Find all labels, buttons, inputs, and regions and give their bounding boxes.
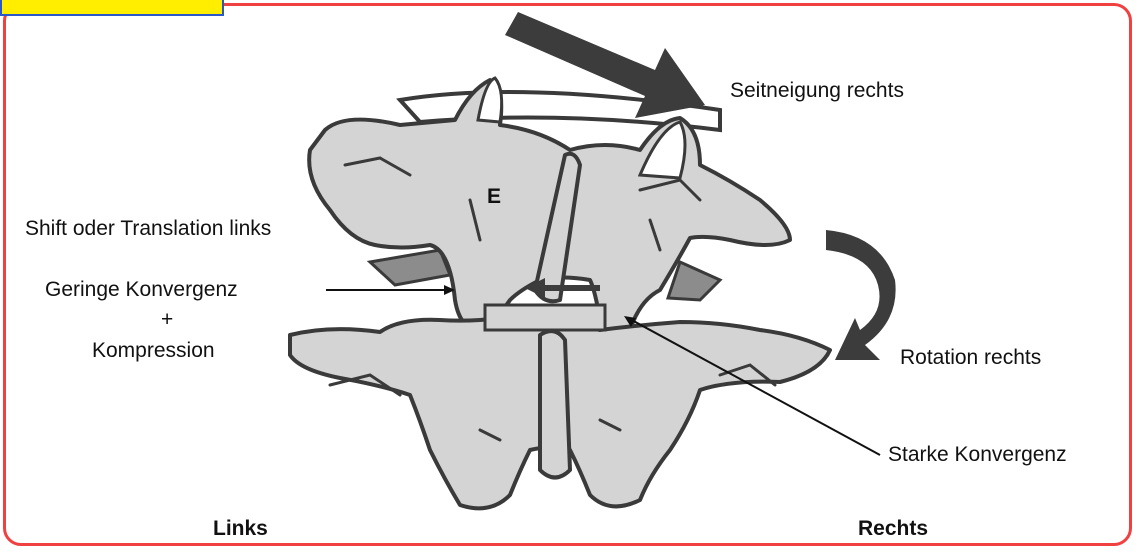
- rotation-label: Rotation rechts: [900, 346, 1041, 370]
- kompression-label: Kompression: [92, 339, 215, 363]
- links-label: Links: [213, 517, 268, 541]
- vertebra-letter-label: E: [487, 185, 501, 209]
- plus-label: +: [161, 308, 173, 332]
- disc-band: [485, 305, 605, 330]
- lower-spinous-process: [540, 331, 570, 478]
- shift-label: Shift oder Translation links: [25, 217, 271, 241]
- disc-right-shading: [668, 262, 720, 300]
- rotation-arrow: [826, 230, 896, 360]
- geringe-label: Geringe Konvergenz: [45, 278, 238, 302]
- disc-left-shading: [370, 250, 450, 285]
- starke-label: Starke Konvergenz: [888, 443, 1067, 467]
- seitneigung-label: Seitneigung rechts: [730, 79, 904, 103]
- rechts-label: Rechts: [858, 517, 928, 541]
